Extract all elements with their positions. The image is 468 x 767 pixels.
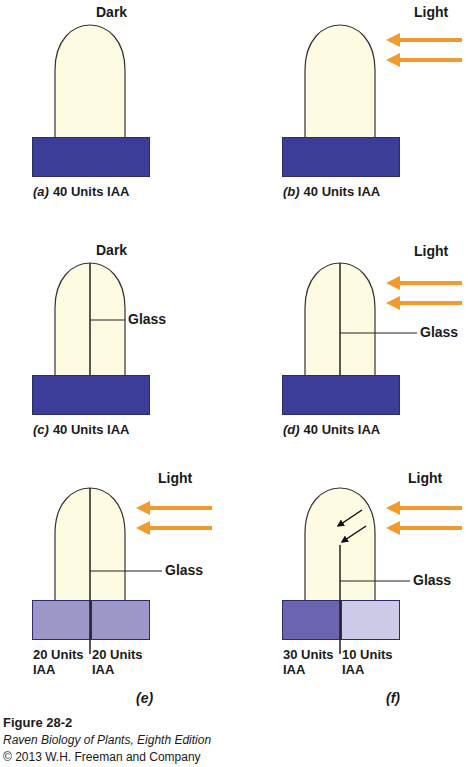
figure-label: Light [414, 243, 448, 259]
light-arrowhead [136, 501, 150, 515]
block-caption: 30 Units IAA [283, 647, 343, 677]
figure-caption: Figure 28-2 [3, 715, 72, 730]
light-arrow [148, 526, 212, 530]
agar-block: (d)40 Units IAA [282, 375, 400, 415]
figure-label: (f) [386, 690, 400, 706]
coleoptile [55, 488, 125, 600]
figure-label: Glass [128, 311, 166, 327]
light-arrow [398, 38, 462, 42]
agar-block: 20 Units IAA [91, 600, 150, 640]
figure-label: Light [408, 470, 442, 486]
glass-barrier [89, 263, 91, 375]
agar-block: (c)40 Units IAA [32, 375, 150, 415]
iaa-amount: 40 Units IAA [304, 184, 381, 199]
light-arrowhead [386, 501, 400, 515]
block-caption: 20 Units IAA [33, 647, 93, 677]
panel-letter: (b) [283, 184, 300, 199]
iaa-amount: 20 Units IAA [92, 647, 143, 677]
agar-block: 30 Units IAA [282, 600, 341, 640]
glass-barrier [89, 488, 91, 654]
light-arrowhead [386, 521, 400, 535]
auxin-transport-arrow [338, 510, 362, 526]
light-arrowhead [136, 521, 150, 535]
agar-block: (b)40 Units IAA [282, 137, 400, 177]
block-caption: (b) 40 Units IAA [283, 184, 380, 199]
leader-line [340, 581, 410, 582]
block-caption: (a) 40 Units IAA [33, 184, 129, 199]
leader-line [90, 571, 162, 572]
figure-label: (e) [136, 690, 153, 706]
coleoptile [305, 488, 375, 600]
figure-label: Light [158, 470, 192, 486]
block-caption: 20 Units IAA [92, 647, 152, 677]
light-arrow [398, 301, 462, 305]
coleoptile [305, 263, 375, 375]
credit-line: Raven Biology of Plants, Eighth Edition [3, 733, 211, 747]
coleoptile [55, 263, 125, 375]
block-caption: (c) 40 Units IAA [33, 422, 129, 437]
agar-block: 10 Units IAA [341, 600, 400, 640]
iaa-amount: 40 Units IAA [53, 422, 130, 437]
block-caption: 10 Units IAA [342, 647, 402, 677]
light-arrowhead [386, 276, 400, 290]
iaa-amount: 20 Units IAA [33, 647, 84, 677]
iaa-amount: 10 Units IAA [342, 647, 393, 677]
agar-block: 20 Units IAA [32, 600, 91, 640]
light-arrowhead [386, 296, 400, 310]
credit-line: © 2013 W.H. Freeman and Company [3, 750, 201, 764]
figure-label: Glass [413, 572, 451, 588]
figure-label: Dark [96, 242, 127, 258]
figure-label: Glass [420, 324, 458, 340]
light-arrowhead [386, 53, 400, 67]
coleoptile [55, 25, 125, 137]
iaa-amount: 40 Units IAA [53, 184, 130, 199]
auxin-transport-arrow [342, 526, 366, 542]
light-arrow [398, 58, 462, 62]
panel-letter: (d) [283, 422, 300, 437]
block-caption: (d) 40 Units IAA [283, 422, 380, 437]
leader-line [90, 320, 125, 321]
light-arrow [398, 506, 462, 510]
panel-letter: (c) [33, 422, 49, 437]
figure-label: Glass [165, 562, 203, 578]
light-arrow [398, 281, 462, 285]
iaa-amount: 40 Units IAA [304, 422, 381, 437]
coleoptile [305, 25, 375, 137]
light-arrow [398, 526, 462, 530]
panel-letter: (a) [33, 184, 49, 199]
figure-label: Light [414, 4, 448, 20]
leader-line [340, 333, 417, 334]
glass-barrier [339, 545, 341, 654]
agar-block: (a)40 Units IAA [32, 137, 150, 177]
glass-barrier [339, 263, 341, 375]
light-arrow [148, 506, 212, 510]
figure-label: Dark [96, 4, 127, 20]
iaa-amount: 30 Units IAA [283, 647, 334, 677]
light-arrowhead [386, 33, 400, 47]
